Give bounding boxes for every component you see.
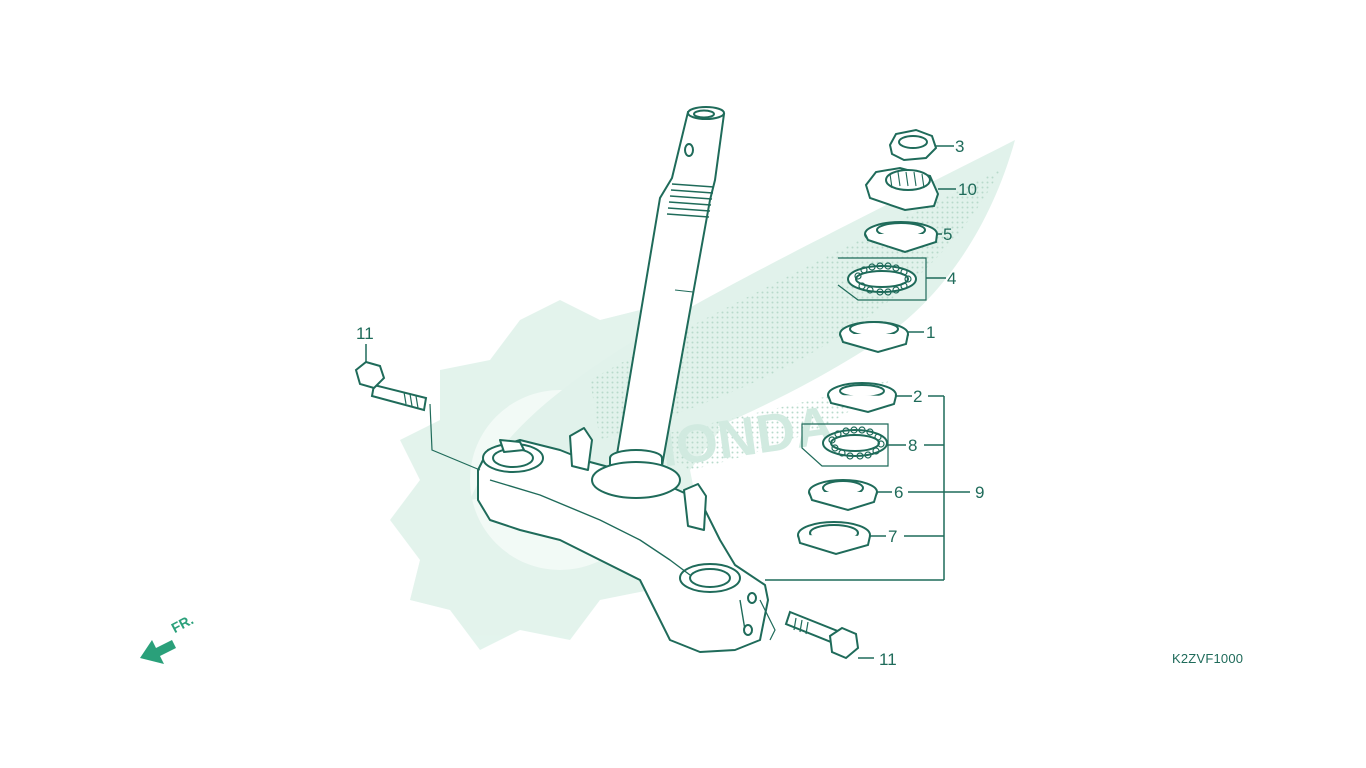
callout-8[interactable]: 8 xyxy=(908,436,918,455)
watermark-wing-lower xyxy=(640,380,890,470)
callout-7[interactable]: 7 xyxy=(888,527,898,546)
part-4-ball-race[interactable] xyxy=(837,257,927,301)
callout-4[interactable]: 4 xyxy=(947,269,957,288)
part-2-race[interactable] xyxy=(827,382,897,414)
bolt-right[interactable] xyxy=(759,599,860,660)
callout-2[interactable]: 2 xyxy=(913,387,923,406)
bottom-bridge[interactable] xyxy=(477,427,769,653)
callout-10[interactable]: 10 xyxy=(958,180,977,199)
callout-9[interactable]: 9 xyxy=(975,483,985,502)
leader-lines xyxy=(365,145,970,659)
front-arrow-icon xyxy=(140,640,176,664)
diagram-code: K2ZVF1000 xyxy=(1172,651,1244,666)
callout-11-right[interactable]: 11 xyxy=(879,650,897,669)
callout-5[interactable]: 5 xyxy=(943,225,953,244)
part-10-cone-nut[interactable] xyxy=(864,166,940,212)
part-7-dust-seal[interactable] xyxy=(797,521,871,556)
part-8-steel-balls[interactable] xyxy=(801,423,889,467)
callout-3[interactable]: 3 xyxy=(955,137,965,156)
part-3-lock-nut[interactable] xyxy=(888,128,938,162)
callout-11-left[interactable]: 11 xyxy=(356,324,374,343)
part-1-race[interactable] xyxy=(839,321,909,354)
part-5-upper-cone[interactable] xyxy=(864,221,938,254)
part-6-bottom-cone[interactable] xyxy=(808,479,878,512)
callout-1[interactable]: 1 xyxy=(926,323,936,342)
callout-6[interactable]: 6 xyxy=(894,483,904,502)
